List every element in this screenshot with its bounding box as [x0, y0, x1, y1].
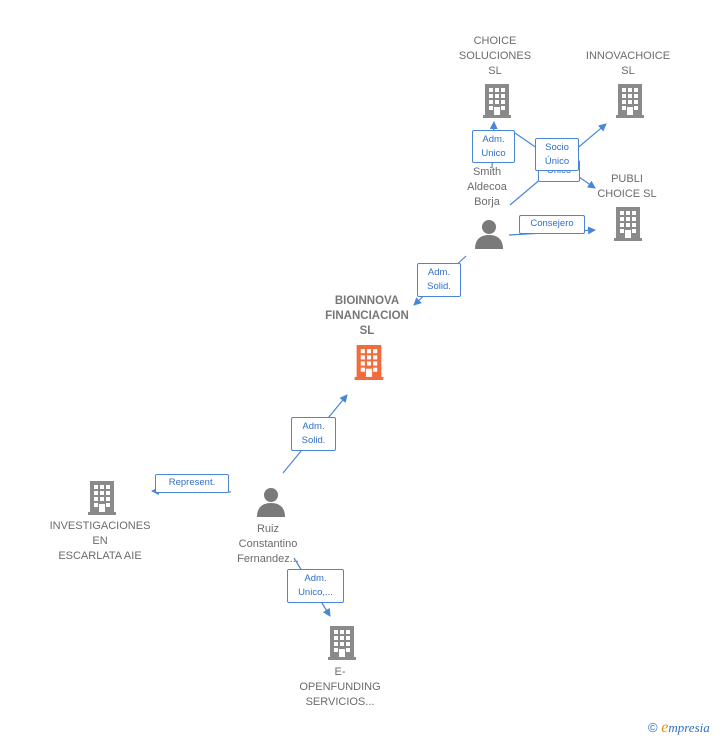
node-label-openfunding[interactable]: E- OPENFUNDING SERVICIOS... [299, 666, 381, 708]
building-icon[interactable] [328, 626, 356, 660]
node-label-smith[interactable]: Smith Aldecoa Borja [467, 166, 507, 208]
brand-logo-e: e [661, 719, 669, 736]
copyright-icon: © [648, 720, 658, 735]
node-label-publi-choice[interactable]: PUBLI CHOICE SL [597, 173, 657, 200]
building-main-icon[interactable] [354, 345, 384, 380]
building-icon[interactable] [614, 207, 642, 241]
node-label-choice-soluciones[interactable]: CHOICE SOLUCIONES SL [458, 35, 532, 77]
edge-label-smith-bio[interactable]: Adm. Solid. [417, 263, 461, 297]
person-icon[interactable] [257, 488, 285, 517]
edge-label-smith-publi[interactable]: Consejero [519, 215, 585, 234]
node-label-bioinnova[interactable]: BIOINNOVA FINANCIACION SL [325, 295, 409, 337]
edge-label-smith-innova[interactable]: Socio Único [535, 138, 579, 171]
edge-label-ruiz-bio[interactable]: Adm. Solid. [291, 417, 336, 451]
person-icon[interactable] [475, 220, 503, 249]
building-icon[interactable] [88, 481, 116, 515]
edge-label-smith-choice[interactable]: Adm. Unico [472, 130, 515, 163]
footer-brand: © empresia [648, 719, 710, 737]
node-label-innovachoice[interactable]: INNOVACHOICE SL [585, 50, 671, 77]
building-icon[interactable] [483, 84, 511, 118]
node-label-ruiz[interactable]: Ruiz Constantino Fernandez... [237, 523, 299, 565]
node-label-investigaciones[interactable]: INVESTIGACIONES EN ESCARLATA AIE [49, 520, 151, 562]
edge-label-ruiz-invest[interactable]: Represent. [155, 474, 229, 493]
brand-logo-text: mpresia [668, 720, 710, 735]
building-icon[interactable] [616, 84, 644, 118]
edge-label-ruiz-open[interactable]: Adm. Unico,... [287, 569, 344, 603]
